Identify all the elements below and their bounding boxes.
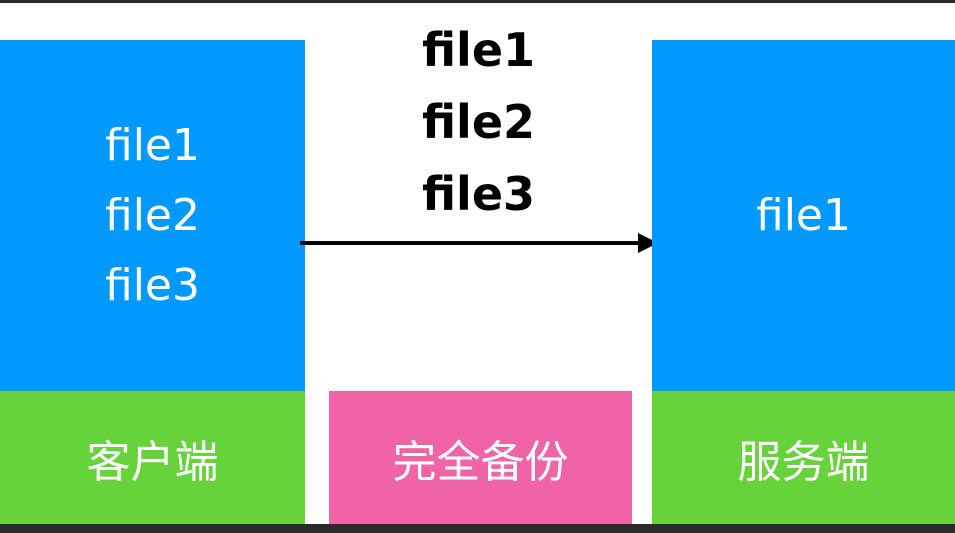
bottom-border	[0, 524, 955, 533]
client-label: 客户端	[0, 391, 305, 524]
transferred-file-item: file1	[421, 23, 536, 77]
server-file-item: file1	[755, 189, 851, 241]
arrow-head	[638, 233, 658, 253]
transferred-file-item: file3	[421, 167, 536, 221]
full-backup-label: 完全备份	[329, 391, 632, 524]
transfer-arrow-icon	[300, 233, 658, 253]
top-border	[0, 0, 955, 3]
client-file-item: file2	[104, 189, 200, 241]
transferred-files-list: file1 file2 file3	[305, 14, 652, 230]
client-file-item: file1	[104, 119, 200, 171]
client-files-box: file1 file2 file3	[0, 40, 305, 391]
client-file-item: file3	[104, 259, 200, 311]
transferred-file-item: file2	[421, 95, 536, 149]
server-label: 服务端	[652, 391, 955, 524]
server-files-box: file1	[652, 40, 955, 391]
